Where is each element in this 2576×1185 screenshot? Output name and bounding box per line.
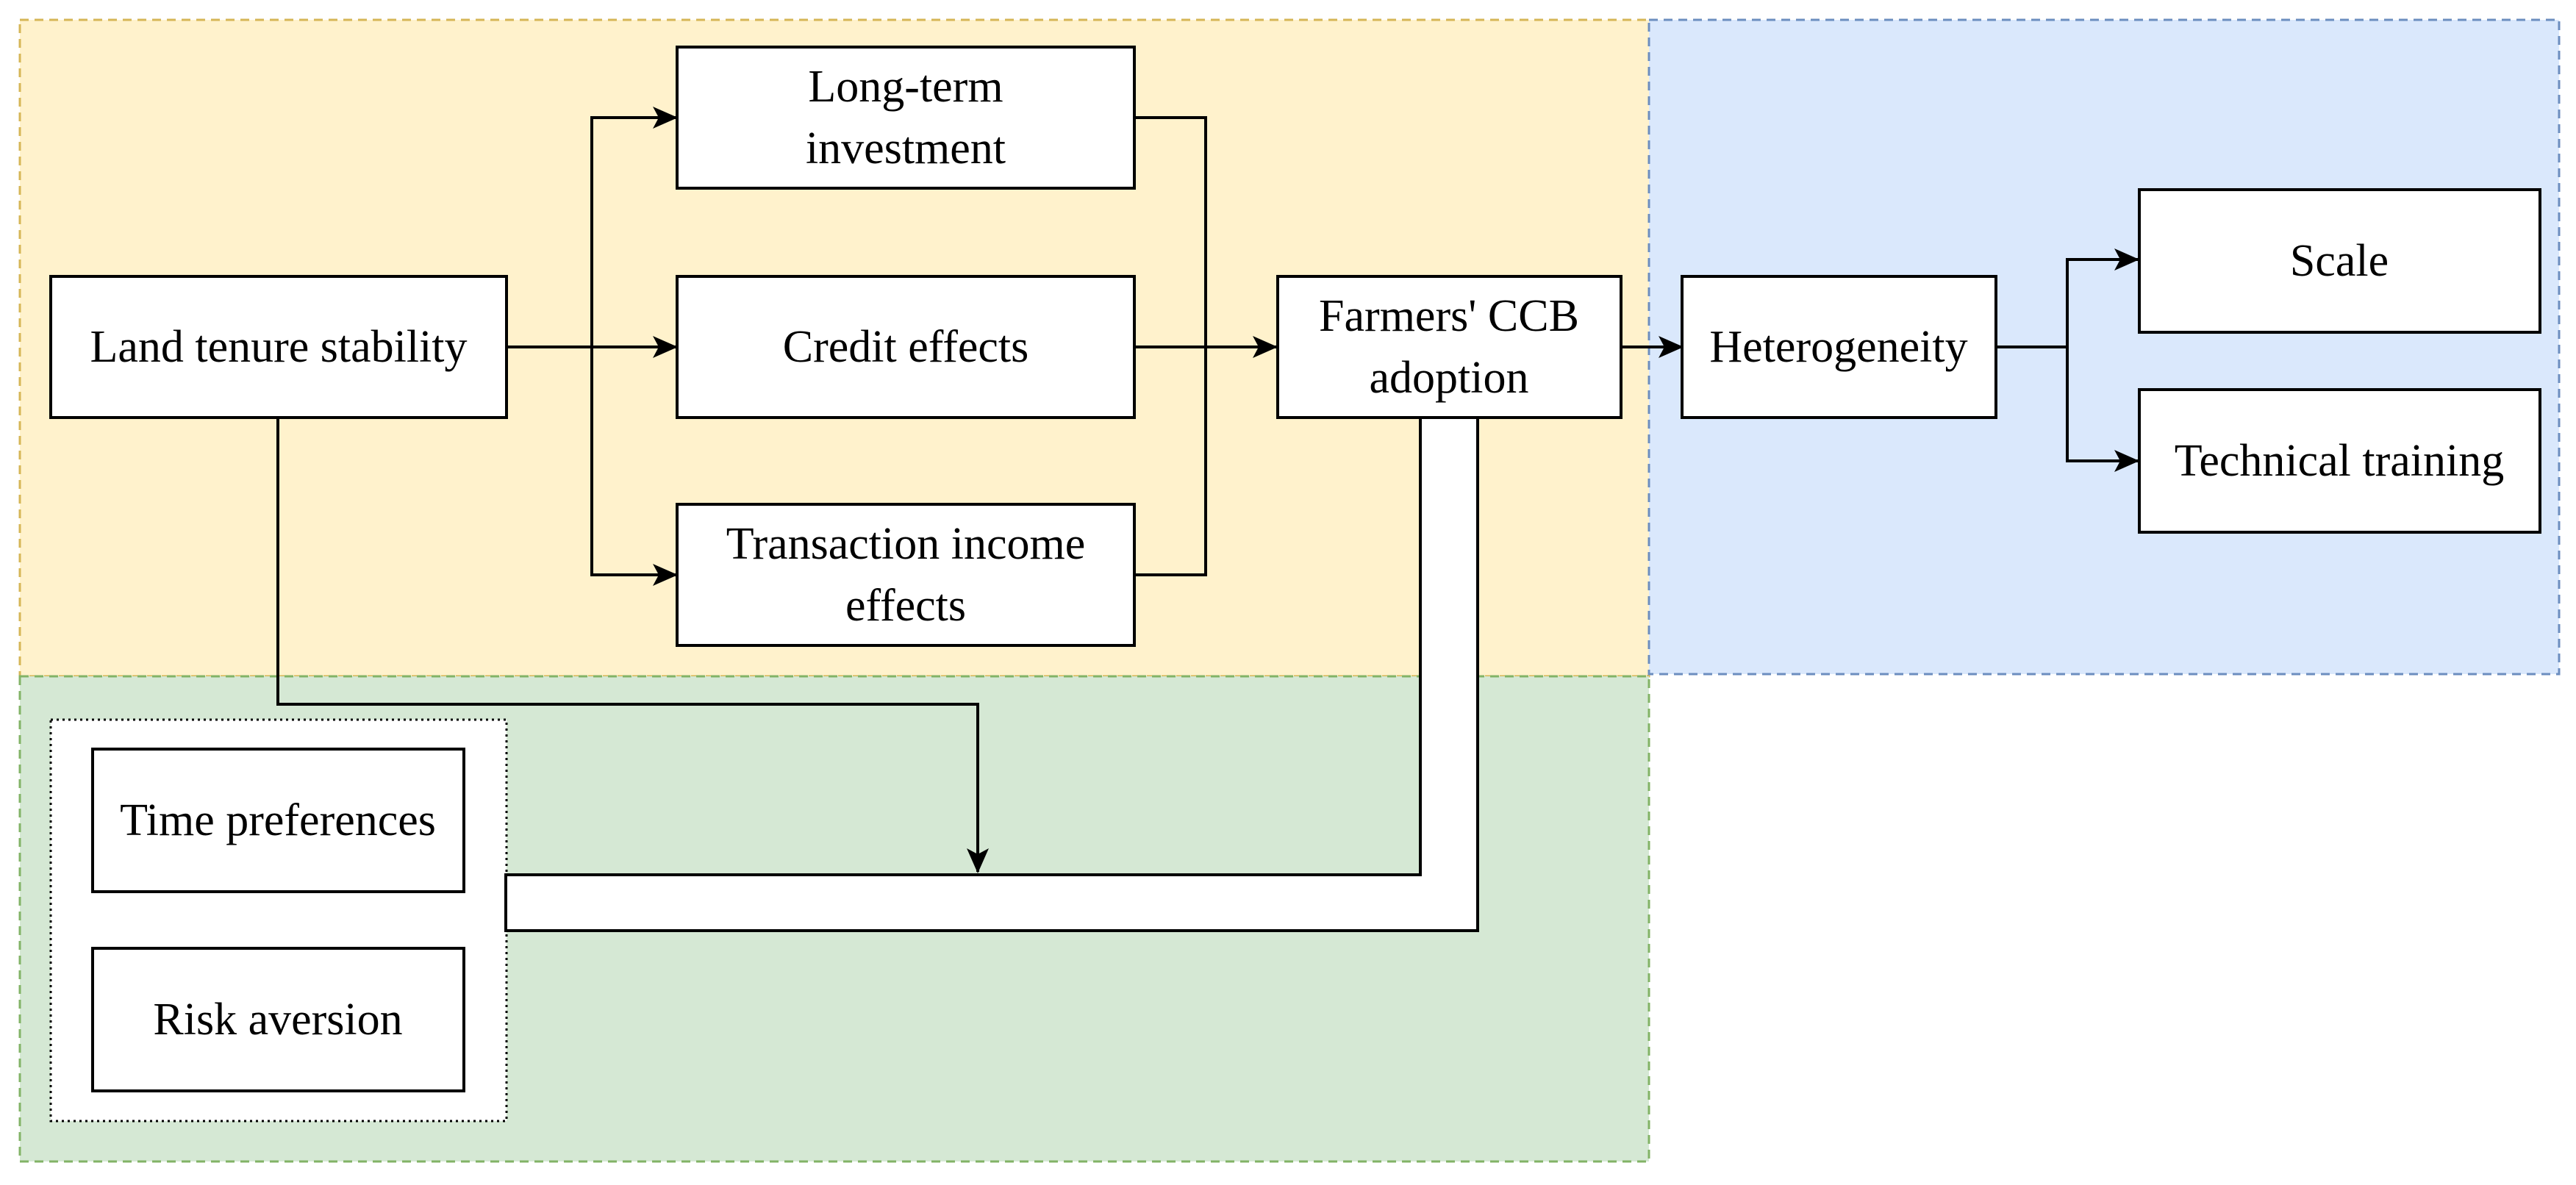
edge-to-long-term — [590, 107, 678, 347]
node-heterogeneity: Heterogeneity — [1681, 275, 1997, 419]
node-label-line: Transaction income — [726, 519, 1085, 569]
node-label-line: Heterogeneity — [1709, 322, 1967, 372]
node-farmers-ccb-adoption: Farmers' CCB adoption — [1276, 275, 1622, 419]
node-label-line: Technical training — [2175, 436, 2504, 486]
node-label: Scale — [2290, 236, 2389, 286]
edge-land-to-moderation — [276, 418, 989, 873]
node-label: Risk aversion — [153, 995, 402, 1045]
node-label-line: Credit effects — [783, 322, 1029, 372]
node-label-line: Farmers' CCB — [1319, 291, 1579, 341]
node-transaction-income-effects: Transaction income effects — [676, 503, 1136, 647]
edge-to-scale — [2066, 248, 2139, 347]
node-label-line: Scale — [2290, 236, 2389, 286]
node-label: Farmers' CCB adoption — [1319, 291, 1579, 403]
node-time-preferences: Time preferences — [91, 748, 465, 893]
node-scale: Scale — [2138, 188, 2541, 334]
node-label-line: Time preferences — [120, 795, 436, 845]
node-label-line: investment — [806, 123, 1006, 173]
node-technical-training: Technical training — [2138, 388, 2541, 534]
node-label: Long-term investment — [806, 62, 1006, 173]
edges — [276, 107, 2139, 932]
node-land-tenure-stability: Land tenure stability — [49, 275, 508, 419]
edge-to-technical — [2066, 347, 2139, 472]
node-label-line: Risk aversion — [153, 995, 402, 1045]
node-label: Time preferences — [120, 795, 436, 845]
node-risk-aversion: Risk aversion — [91, 947, 465, 1092]
node-label-line: adoption — [1370, 353, 1529, 403]
node-label: Heterogeneity — [1709, 322, 1967, 372]
node-label: Credit effects — [783, 322, 1029, 372]
node-label: Technical training — [2175, 436, 2504, 486]
node-label: Land tenure stability — [90, 322, 467, 372]
node-label: Transaction income effects — [726, 519, 1085, 631]
node-label-line: effects — [845, 581, 966, 631]
node-label-line: Long-term — [808, 62, 1003, 112]
node-long-term-investment: Long-term investment — [676, 46, 1136, 190]
node-label-line: Land tenure stability — [90, 322, 467, 372]
edge-to-transaction — [590, 347, 678, 586]
node-credit-effects: Credit effects — [676, 275, 1136, 419]
